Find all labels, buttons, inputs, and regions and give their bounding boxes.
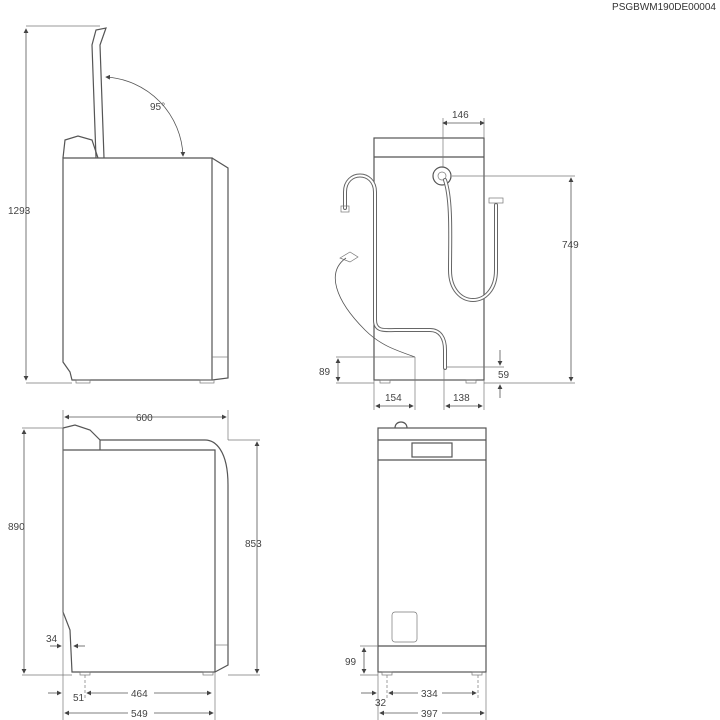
side-view-lid-open: 1293 95° xyxy=(8,25,229,384)
dim-inlet-height-749: 749 xyxy=(562,240,579,251)
dim-width-397: 397 xyxy=(421,709,438,720)
dim-height-1293: 1293 xyxy=(8,206,31,217)
dim-lid-angle: 95° xyxy=(150,102,165,113)
dim-foot-offset-32: 32 xyxy=(375,698,387,709)
dim-hose-offset-138: 138 xyxy=(453,393,470,404)
dim-drain-offset-154: 154 xyxy=(385,393,402,404)
side-view: 600 890 853 34 51 464 549 xyxy=(8,410,262,720)
drawing-code: PSGBWM190DE00004 xyxy=(612,2,716,13)
dim-inlet-offset-146: 146 xyxy=(452,110,469,121)
dim-foot-offset-51: 51 xyxy=(73,693,85,704)
dim-depth-600: 600 xyxy=(136,413,153,424)
dim-height-890: 890 xyxy=(8,522,25,533)
dim-plinth-height-99: 99 xyxy=(345,657,357,668)
dim-foot-setback-34: 34 xyxy=(46,634,58,645)
dim-foot-spacing-464: 464 xyxy=(131,689,148,700)
dim-body-depth-549: 549 xyxy=(131,709,148,720)
rear-view-connections: 146 749 89 154 138 59 xyxy=(319,110,579,410)
dim-drain-height-89: 89 xyxy=(319,367,331,378)
dim-height-853: 853 xyxy=(245,539,262,550)
dim-foot-spacing-334: 334 xyxy=(421,689,438,700)
dim-hose-height-59: 59 xyxy=(498,370,510,381)
front-view: 99 32 334 397 xyxy=(345,421,487,720)
